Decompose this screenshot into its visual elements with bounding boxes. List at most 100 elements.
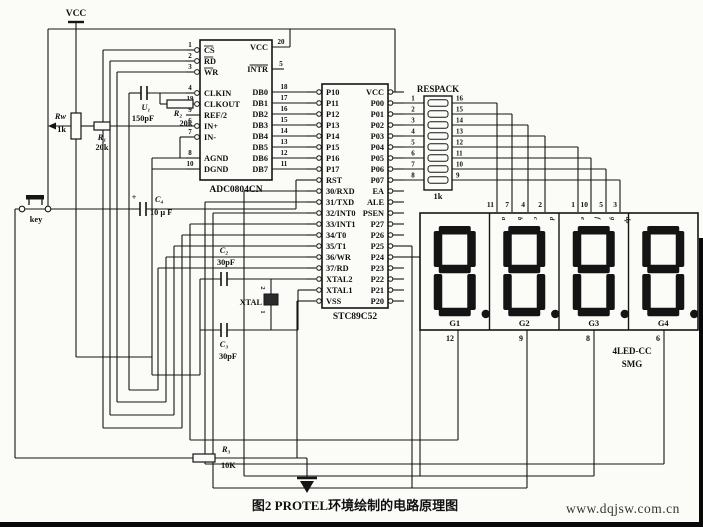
decimal-point xyxy=(481,309,490,319)
adc-pin-label: DB4 xyxy=(252,132,268,141)
seven-segment xyxy=(508,226,541,235)
segment-label: g xyxy=(609,216,616,221)
seven-segment xyxy=(577,307,610,317)
respack-body xyxy=(423,95,453,191)
pin-circle xyxy=(194,58,200,64)
display-top-pin-number: 2 xyxy=(538,200,542,209)
adc-pin-label: CS xyxy=(204,46,215,55)
segment-label: a xyxy=(500,217,507,221)
respack-pin-number: 10 xyxy=(456,161,464,169)
display-part-number: 4LED-CC xyxy=(612,346,651,356)
pin-circle xyxy=(316,199,322,205)
adc-pin-label: DGND xyxy=(204,165,228,174)
component-label: C₂ xyxy=(220,246,229,255)
adc-pin-number: 8 xyxy=(188,149,192,157)
respack-title: RESPACK xyxy=(417,84,459,94)
component-value: 1k xyxy=(57,125,66,134)
respack-pin-number: 4 xyxy=(411,128,415,136)
segment-label: c xyxy=(532,217,539,220)
adc-pin-label: DB5 xyxy=(252,143,268,152)
display-top-pin-number: 11 xyxy=(487,200,494,209)
respack-resistor xyxy=(427,154,449,162)
seven-segment xyxy=(577,226,610,235)
key-button-bar xyxy=(26,195,44,200)
xtal-pin-number: 1 xyxy=(259,310,266,313)
resistor-r3 xyxy=(192,453,216,463)
mcu-pin-label: 37/RD xyxy=(326,264,349,273)
pin-circle xyxy=(316,243,322,249)
digit-pin-number: 12 xyxy=(446,334,454,343)
pin-circle xyxy=(316,210,322,216)
component-label: U₁ xyxy=(142,103,151,112)
adc-pin-number: 7 xyxy=(188,128,192,136)
seven-segment xyxy=(606,231,615,267)
seven-segment xyxy=(572,274,582,310)
mcu-pin-label: P15 xyxy=(326,143,339,152)
display-top-pin-number: 4 xyxy=(521,200,525,209)
respack-resistor xyxy=(427,143,449,151)
pin-circle xyxy=(387,221,394,227)
mcu-pin-label: P02 xyxy=(371,121,384,130)
adc-pin-label: REF/2 xyxy=(204,111,227,120)
pin-circle xyxy=(387,243,394,249)
digit-label: G2 xyxy=(519,318,530,328)
mcu-pin-label: P21 xyxy=(371,286,384,295)
seven-segment xyxy=(647,264,680,274)
scan-border xyxy=(699,238,703,527)
component-value: 30pF xyxy=(219,352,237,361)
segment-label: b xyxy=(516,217,523,221)
pin-circle xyxy=(316,177,322,183)
pin-circle xyxy=(387,232,394,238)
figure-caption: 图2 PROTEL环境绘制的电路原理图 xyxy=(251,498,459,513)
respack-pin-number: 15 xyxy=(456,106,464,114)
xtal-pin-number: 2 xyxy=(259,286,266,289)
seven-segment xyxy=(467,274,476,310)
adc-pin-number: 12 xyxy=(281,149,289,157)
respack-pin-number: 2 xyxy=(411,106,415,114)
pin-circle xyxy=(387,166,394,172)
adc-pin-number: 18 xyxy=(281,83,289,91)
mcu-pin-label: P11 xyxy=(326,99,339,108)
pin-circle xyxy=(387,177,394,183)
respack-pin-number: 11 xyxy=(456,150,463,158)
mcu-pin-label: P23 xyxy=(371,264,384,273)
mcu-pin-label: 36/WR xyxy=(326,253,352,262)
mcu-pin-label: P25 xyxy=(371,242,384,251)
component-label: R₁ xyxy=(97,133,107,142)
pin-circle xyxy=(316,298,322,304)
pin-circle xyxy=(316,276,322,282)
adc-pin-number: 13 xyxy=(281,138,289,146)
segment-label: e xyxy=(579,217,586,220)
mcu-pin-label: P17 xyxy=(326,165,339,174)
xtal-label: XTAL xyxy=(240,298,263,307)
pin-circle xyxy=(194,123,200,129)
mcu-pin-label: ALE xyxy=(367,198,385,207)
adc-pin-label: DB6 xyxy=(252,154,268,163)
mcu-pin-label: P22 xyxy=(371,275,384,284)
seven-segment xyxy=(647,307,680,317)
mcu-pin-label: 31/TXD xyxy=(326,198,354,207)
component-value: 20k xyxy=(180,119,193,128)
seven-segment xyxy=(433,231,443,267)
respack-pin-number: 8 xyxy=(411,172,415,180)
mcu-pin-label: P04 xyxy=(371,143,384,152)
pin-circle xyxy=(316,265,322,271)
mcu-pin-label: 30/RXD xyxy=(326,187,355,196)
pin-circle xyxy=(316,133,322,139)
adc-pin-label: DB1 xyxy=(252,99,268,108)
mcu-pin-label: P00 xyxy=(371,99,384,108)
pin-circle xyxy=(316,100,322,106)
seven-segment xyxy=(503,274,512,310)
decimal-point xyxy=(620,309,629,319)
resistor-r2 xyxy=(166,99,194,109)
respack-resistor xyxy=(427,176,449,184)
pin-circle xyxy=(316,144,322,150)
respack-value: 1k xyxy=(434,191,443,201)
adc-pin-label: VCC xyxy=(250,43,268,52)
adc-pin-number: 2 xyxy=(188,52,192,60)
pin-circle xyxy=(387,210,394,216)
pin-circle xyxy=(387,100,394,106)
seven-segment xyxy=(675,274,685,310)
